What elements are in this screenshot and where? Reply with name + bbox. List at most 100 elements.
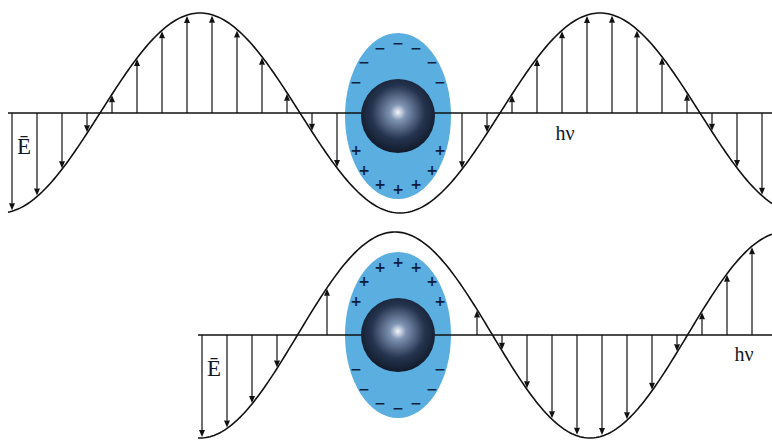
field-vector-head bbox=[159, 31, 165, 38]
field-vector bbox=[111, 102, 112, 113]
field-vector bbox=[36, 113, 37, 189]
field-vector-head bbox=[734, 160, 740, 167]
field-vector-head bbox=[674, 344, 680, 351]
field-vector bbox=[286, 101, 287, 113]
field-symbol: Ē bbox=[17, 135, 31, 158]
field-vector bbox=[236, 37, 237, 113]
field-vector-head bbox=[259, 58, 265, 65]
electron-cloud bbox=[345, 252, 451, 418]
field-vector-head bbox=[649, 383, 655, 390]
field-vector bbox=[611, 23, 612, 113]
charge-sign: + bbox=[410, 177, 422, 191]
field-vector-head bbox=[524, 381, 530, 388]
charge-sign: − bbox=[426, 382, 438, 396]
field-vector-head bbox=[709, 124, 715, 131]
field-vector-head bbox=[209, 16, 215, 23]
charge-sign: − bbox=[410, 41, 422, 55]
field-vector-head bbox=[609, 16, 615, 23]
field-vector-head bbox=[684, 94, 690, 101]
field-vector bbox=[136, 66, 137, 113]
field-vector-head bbox=[249, 396, 255, 403]
field-vector bbox=[251, 335, 252, 396]
charge-sign: + bbox=[410, 260, 422, 274]
charge-sign: − bbox=[392, 401, 404, 415]
field-vector bbox=[701, 319, 702, 335]
charge-sign: − bbox=[350, 75, 362, 89]
charge-sign: + bbox=[434, 143, 446, 157]
field-vector bbox=[261, 65, 262, 113]
field-vector-head bbox=[234, 30, 240, 37]
field-vector-head bbox=[659, 58, 665, 65]
photon-label: hν bbox=[734, 344, 753, 364]
field-vector-head bbox=[574, 428, 580, 435]
charge-sign: − bbox=[434, 75, 446, 89]
field-vector-head bbox=[84, 125, 90, 132]
field-vector bbox=[636, 37, 637, 113]
field-vector-head bbox=[334, 160, 340, 167]
field-wave bbox=[198, 232, 772, 438]
field-vector bbox=[551, 335, 552, 411]
field-vector bbox=[336, 113, 337, 160]
field-vector-head bbox=[599, 428, 605, 435]
charge-sign: + bbox=[426, 274, 438, 288]
field-vector-head bbox=[534, 59, 540, 66]
field-vector bbox=[601, 335, 602, 428]
field-vector bbox=[686, 101, 687, 113]
field-vector bbox=[586, 23, 587, 113]
field-vector-head bbox=[749, 247, 755, 254]
charge-sign: − bbox=[374, 396, 386, 410]
field-vector bbox=[11, 113, 12, 203]
charge-sign: − bbox=[350, 362, 362, 376]
field-vector bbox=[626, 335, 627, 412]
field-vector-head bbox=[509, 95, 515, 102]
field-vector-head bbox=[699, 312, 705, 319]
axis-line bbox=[198, 334, 772, 335]
field-vector bbox=[561, 38, 562, 113]
field-vector-head bbox=[624, 412, 630, 419]
field-vector-head bbox=[9, 203, 15, 210]
field-vector-head bbox=[474, 311, 480, 318]
field-vector-head bbox=[109, 95, 115, 102]
field-vector-head bbox=[134, 59, 140, 66]
field-vector-head bbox=[499, 343, 505, 350]
field-vector bbox=[476, 318, 477, 335]
field-vector-head bbox=[59, 161, 65, 168]
photon-label: hν bbox=[555, 123, 574, 143]
charge-sign: + bbox=[350, 143, 362, 157]
field-vector-head bbox=[759, 188, 765, 195]
charge-sign: + bbox=[434, 294, 446, 308]
field-vector bbox=[736, 113, 737, 160]
electron-cloud bbox=[345, 33, 451, 199]
field-vector bbox=[511, 102, 512, 113]
field-vector bbox=[161, 38, 162, 113]
field-vector-head bbox=[559, 31, 565, 38]
field-vector bbox=[86, 113, 87, 125]
charge-sign: − bbox=[358, 55, 370, 69]
charge-sign: + bbox=[374, 260, 386, 274]
field-vector-head bbox=[724, 275, 730, 282]
field-vector-head bbox=[484, 125, 490, 132]
field-vector-head bbox=[274, 360, 280, 367]
field-vector bbox=[711, 113, 712, 124]
charge-sign: − bbox=[392, 36, 404, 50]
field-vector bbox=[61, 113, 62, 161]
field-vector bbox=[761, 113, 762, 188]
field-vector-head bbox=[309, 124, 315, 131]
field-vector bbox=[751, 254, 752, 335]
field-vector-head bbox=[459, 161, 465, 168]
charge-sign: + bbox=[392, 182, 404, 196]
field-vector-head bbox=[584, 16, 590, 23]
field-vector-head bbox=[199, 430, 205, 437]
charge-sign: − bbox=[434, 362, 446, 376]
charge-sign: − bbox=[426, 55, 438, 69]
field-vector-head bbox=[224, 420, 230, 427]
field-vector bbox=[276, 335, 277, 360]
field-vector bbox=[186, 23, 187, 113]
charge-sign: + bbox=[426, 163, 438, 177]
field-vector bbox=[226, 335, 227, 420]
charge-sign: + bbox=[358, 163, 370, 177]
field-vector bbox=[676, 335, 677, 344]
field-vector-head bbox=[549, 411, 555, 418]
charge-sign: − bbox=[374, 41, 386, 55]
